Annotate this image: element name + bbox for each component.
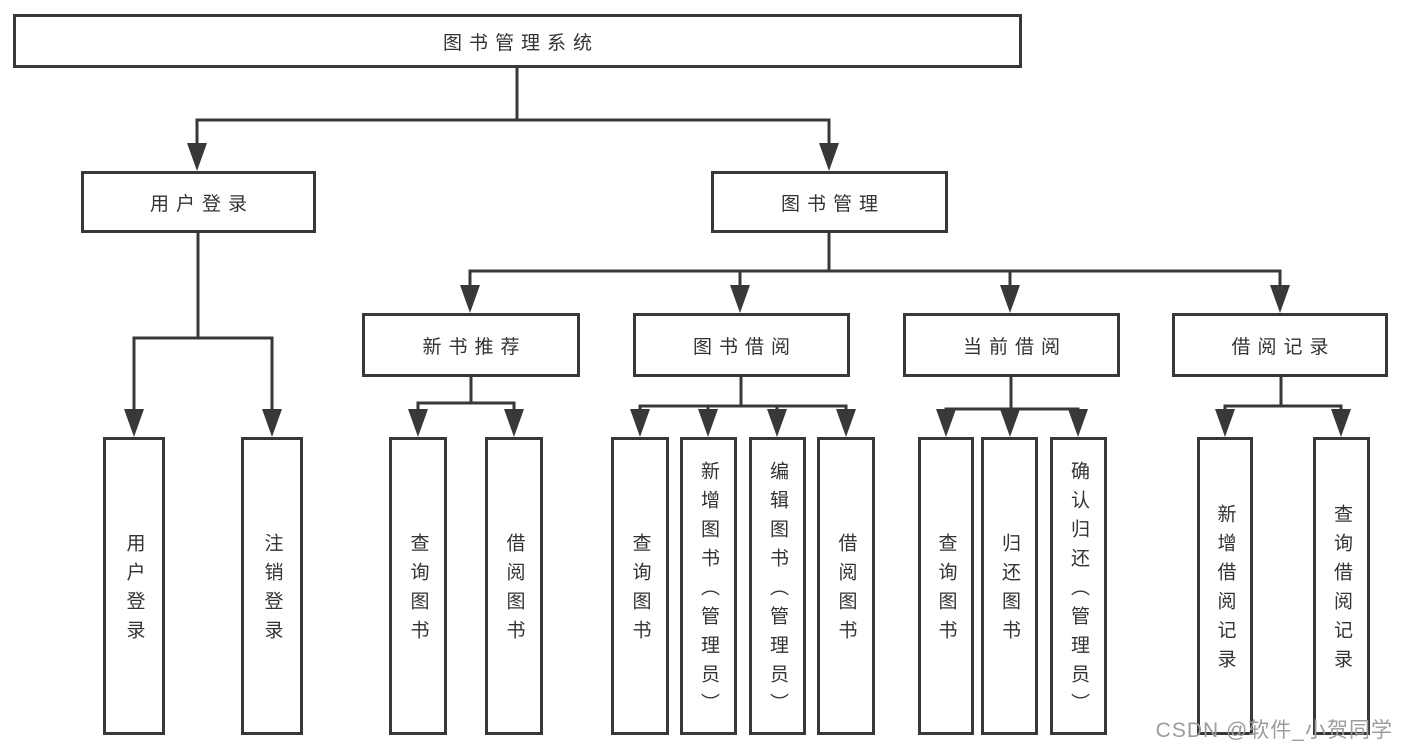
node-label: 图书管理 [780, 193, 885, 215]
node-borrowing-records: 借阅记录 [1172, 313, 1388, 377]
leaf-edit-books-admin: 编辑图书（管理员） [749, 437, 806, 735]
arrowheads-modules [460, 285, 1290, 313]
leaf-borrow-books-borrowing: 借阅图书 [817, 437, 875, 735]
leaf-confirm-return-admin: 确认归还（管理员） [1050, 437, 1107, 735]
leaf-query-books-borrowing: 查询图书 [611, 437, 669, 735]
leaf-label: 新增图书（管理员） [698, 460, 719, 722]
wire-book-borrowing-to-leaves [638, 375, 848, 414]
wire-borrowing-records-to-leaves [1223, 375, 1343, 414]
wire-root-to-level1 [195, 66, 831, 148]
leaf-query-borrow-record: 查询借阅记录 [1313, 437, 1370, 735]
wire-new-book-recommend-to-leaves [416, 375, 516, 414]
node-label: 图书管理系统 [442, 32, 599, 54]
node-library-management-system: 图书管理系统 [13, 14, 1022, 68]
leaf-user-login: 用户登录 [103, 437, 165, 735]
leaf-return-books: 归还图书 [981, 437, 1038, 735]
leaf-label: 新增借阅记录 [1214, 504, 1236, 678]
node-book-management: 图书管理 [711, 171, 948, 233]
leaf-add-books-admin: 新增图书（管理员） [680, 437, 737, 735]
arrowheads-user-login-leaves [124, 409, 282, 437]
wire-user-login-to-leaves [132, 231, 274, 414]
leaf-label: 查询图书 [407, 533, 429, 649]
node-current-borrowing: 当前借阅 [903, 313, 1120, 377]
node-book-borrowing: 图书借阅 [633, 313, 850, 377]
wire-current-borrowing-to-leaves [944, 375, 1080, 414]
leaf-label: 编辑图书（管理员） [767, 460, 788, 722]
node-user-login: 用户登录 [81, 171, 316, 233]
leaf-label: 查询图书 [935, 533, 957, 649]
node-label: 借阅记录 [1231, 336, 1336, 358]
leaf-label: 注销登录 [261, 533, 283, 649]
leaf-borrow-books-recommend: 借阅图书 [485, 437, 543, 735]
arrowheads-borrowing-records-leaves [1215, 409, 1351, 437]
leaf-query-books-current: 查询图书 [918, 437, 974, 735]
leaf-query-books-recommend: 查询图书 [389, 437, 447, 735]
node-new-book-recommend: 新书推荐 [362, 313, 580, 377]
leaf-label: 查询图书 [629, 533, 651, 649]
leaf-label: 归还图书 [999, 533, 1020, 649]
leaf-label: 确认归还（管理员） [1068, 460, 1089, 722]
csdn-watermark: CSDN @软件_小贺同学 [1155, 719, 1393, 742]
node-label: 用户登录 [149, 193, 254, 215]
arrowheads-book-borrowing-leaves [630, 409, 856, 437]
leaf-logout-login: 注销登录 [241, 437, 303, 735]
leaf-label: 借阅图书 [503, 533, 525, 649]
leaf-add-borrow-record: 新增借阅记录 [1197, 437, 1253, 735]
arrowheads-new-book-recommend-leaves [408, 409, 524, 437]
wire-book-management-to-modules [468, 231, 1282, 291]
node-label: 图书借阅 [692, 336, 797, 358]
node-label: 新书推荐 [422, 336, 527, 358]
arrowheads-level1 [187, 143, 839, 171]
leaf-label: 查询借阅记录 [1331, 504, 1352, 678]
node-label: 当前借阅 [962, 336, 1067, 358]
arrowheads-current-borrowing-leaves [936, 409, 1088, 437]
leaf-label: 借阅图书 [835, 533, 857, 649]
leaf-label: 用户登录 [123, 533, 145, 649]
